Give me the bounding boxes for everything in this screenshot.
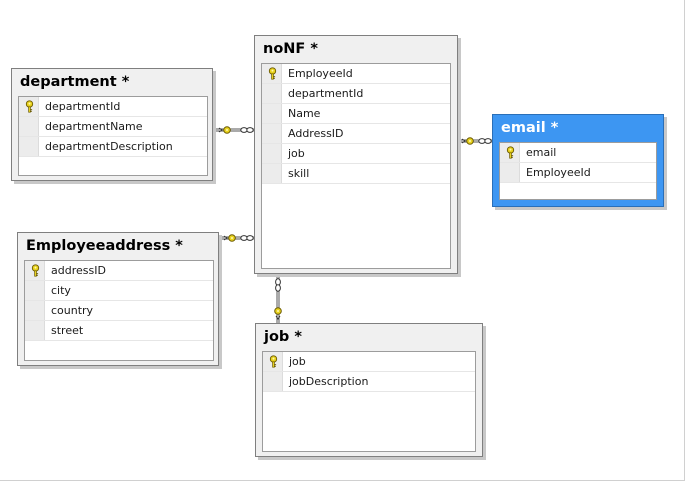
row-selector[interactable] [19, 137, 39, 156]
column-name: departmentId [45, 100, 121, 113]
key-icon [274, 307, 282, 320]
infinity-icon [275, 278, 281, 292]
column-row[interactable]: EmployeeId [262, 64, 450, 84]
column-name: EmployeeId [526, 166, 591, 179]
key-icon [269, 355, 278, 368]
column-name: addressID [51, 264, 106, 277]
column-name: email [526, 146, 557, 159]
row-selector[interactable] [263, 372, 283, 391]
infinity-icon [240, 235, 254, 241]
column-name: country [51, 304, 94, 317]
column-name: street [51, 324, 84, 337]
key-icon [25, 100, 34, 113]
column-row[interactable]: city [25, 281, 213, 301]
row-selector[interactable] [262, 124, 282, 143]
column-name: AddressID [288, 127, 344, 140]
column-row[interactable]: job [263, 352, 475, 372]
row-selector[interactable] [500, 163, 520, 182]
column-name: departmentId [288, 87, 364, 100]
column-row[interactable]: departmentDescription [19, 137, 207, 157]
column-name: EmployeeId [288, 67, 353, 80]
column-grid: departmentId departmentName departmentDesc… [18, 96, 208, 176]
column-row[interactable]: jobDescription [263, 372, 475, 392]
relationship-noNF-department[interactable] [214, 126, 254, 134]
column-row[interactable]: street [25, 321, 213, 341]
row-selector[interactable] [25, 321, 45, 340]
column-row[interactable]: departmentId [262, 84, 450, 104]
table-title: noNF * [263, 41, 318, 57]
key-icon [31, 264, 40, 277]
key-icon [461, 137, 474, 145]
row-selector[interactable] [25, 261, 45, 280]
row-selector[interactable] [25, 281, 45, 300]
table-employeeaddress[interactable]: Employeeaddress * addressID city country st… [17, 232, 219, 366]
relationship-noNF-employeeaddress[interactable] [220, 234, 254, 242]
table-title: Employeeaddress * [26, 238, 183, 254]
infinity-icon [240, 127, 254, 133]
column-row[interactable]: email [500, 143, 656, 163]
row-selector[interactable] [19, 97, 39, 116]
column-name: skill [288, 167, 310, 180]
row-selector[interactable] [262, 64, 282, 83]
row-selector[interactable] [263, 352, 283, 371]
row-selector[interactable] [25, 301, 45, 320]
table-job[interactable]: job * job jobDescription [255, 323, 483, 457]
row-selector[interactable] [262, 104, 282, 123]
column-name: job [288, 147, 305, 160]
table-title: job * [264, 329, 302, 345]
relationship-noNF-job[interactable] [274, 274, 282, 323]
column-row[interactable]: job [262, 144, 450, 164]
column-name: Name [288, 107, 321, 120]
key-icon [506, 146, 515, 159]
column-row[interactable]: departmentId [19, 97, 207, 117]
column-name: job [289, 355, 306, 368]
column-row[interactable]: country [25, 301, 213, 321]
key-icon [268, 67, 277, 80]
column-grid: addressID city country street [24, 260, 214, 361]
column-row[interactable]: EmployeeId [500, 163, 656, 183]
row-selector[interactable] [500, 143, 520, 162]
relationship-noNF-email[interactable] [459, 137, 492, 145]
column-row[interactable]: Name [262, 104, 450, 124]
row-selector[interactable] [19, 117, 39, 136]
row-selector[interactable] [262, 84, 282, 103]
column-row[interactable]: addressID [25, 261, 213, 281]
table-title: email * [501, 120, 559, 136]
key-icon [218, 126, 231, 134]
column-name: departmentDescription [45, 140, 173, 153]
column-name: city [51, 284, 71, 297]
column-name: departmentName [45, 120, 143, 133]
column-row[interactable]: skill [262, 164, 450, 184]
row-selector[interactable] [262, 144, 282, 163]
key-icon [223, 234, 236, 242]
column-row[interactable]: AddressID [262, 124, 450, 144]
column-row[interactable]: departmentName [19, 117, 207, 137]
column-grid: job jobDescription [262, 351, 476, 452]
column-name: jobDescription [289, 375, 369, 388]
row-selector[interactable] [262, 164, 282, 183]
infinity-icon [478, 138, 492, 144]
table-title: department * [20, 74, 130, 90]
